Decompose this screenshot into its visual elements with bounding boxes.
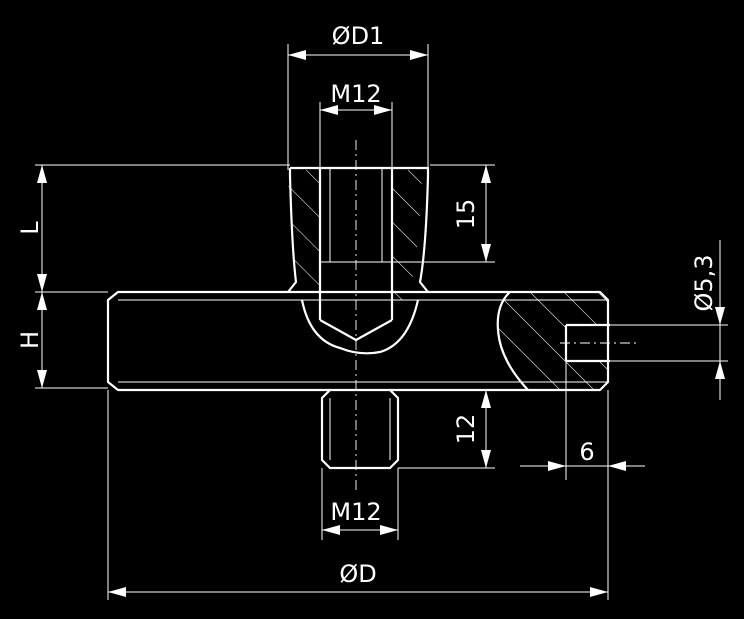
label-dia-d: ØD bbox=[339, 560, 376, 588]
label-offset-6: 6 bbox=[579, 438, 594, 466]
label-dim-l: L bbox=[16, 221, 44, 235]
dimension-depth-15 bbox=[392, 164, 495, 263]
label-dim-h: H bbox=[16, 331, 44, 349]
dimension-d bbox=[107, 390, 609, 600]
label-dia-d1: ØD1 bbox=[332, 22, 385, 50]
hatched-section-right-rim bbox=[497, 292, 610, 390]
dimension-l bbox=[35, 164, 290, 292]
dimension-depth-12 bbox=[398, 390, 495, 469]
dimension-h bbox=[35, 291, 108, 389]
dimension-d1 bbox=[287, 44, 429, 170]
dimension-hole bbox=[610, 240, 728, 400]
label-depth-15: 15 bbox=[452, 199, 480, 230]
label-thread-top: M12 bbox=[330, 80, 381, 108]
label-thread-bottom: M12 bbox=[330, 498, 381, 526]
hatched-section-left bbox=[288, 170, 320, 300]
dimension-offset-6 bbox=[520, 361, 645, 480]
dimension-thread-top bbox=[319, 102, 393, 170]
dimension-thread-bottom bbox=[321, 468, 399, 540]
label-dia-hole: Ø5,3 bbox=[690, 254, 718, 311]
label-depth-12: 12 bbox=[452, 414, 480, 445]
hatched-section-right-neck bbox=[392, 170, 422, 300]
part-outline bbox=[106, 140, 640, 490]
